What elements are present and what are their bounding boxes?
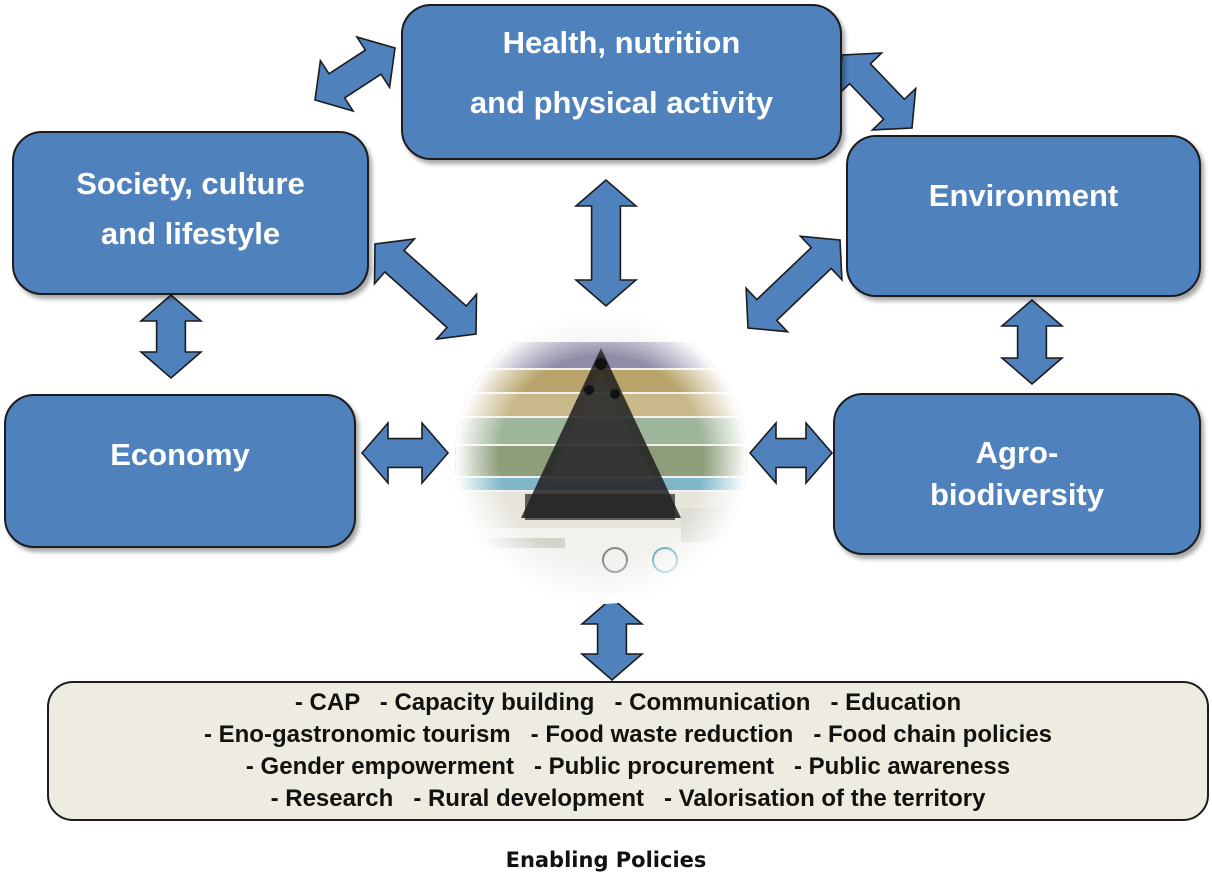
arrow-society-economy — [138, 293, 204, 380]
arrow-agro-center — [748, 420, 834, 486]
node-environment-label: Environment — [928, 178, 1119, 214]
policies-line: - Eno-gastronomic tourism - Food waste r… — [203, 721, 1053, 748]
policies-line: - CAP - Capacity building - Communicatio… — [294, 689, 962, 716]
arrow-health-society — [314, 35, 396, 113]
node-environment: Environment — [846, 135, 1201, 297]
node-health-line1: Health, nutrition — [502, 25, 741, 61]
policies-line: - Gender empowerment - Public procuremen… — [245, 753, 1011, 780]
node-economy: Economy — [4, 394, 356, 548]
arrow-environment-agro — [999, 298, 1065, 386]
policies-line: - Research - Rural development - Valoris… — [270, 785, 986, 812]
policies-box: - CAP - Capacity building - Communicatio… — [47, 681, 1209, 821]
food-pyramid-icon — [455, 312, 747, 604]
node-health-line2: and physical activity — [469, 85, 774, 120]
node-health-nutrition: Health, nutrition and physical activity — [401, 4, 842, 160]
arrow-center-policies — [579, 596, 645, 682]
arrow-society-center — [373, 237, 478, 341]
node-agro-line2: biodiversity — [930, 477, 1104, 512]
node-agro-line1: Agro- — [975, 435, 1059, 471]
arrow-health-environment — [837, 52, 917, 131]
node-economy-label: Economy — [110, 437, 250, 473]
node-agro-biodiversity: Agro- biodiversity — [833, 393, 1201, 555]
arrow-health-center — [573, 178, 639, 308]
node-society-culture: Society, culture and lifestyle — [12, 131, 369, 295]
policies-title: Enabling Policies — [505, 848, 707, 872]
node-society-line1: Society, culture — [76, 166, 305, 202]
arrow-environment-center — [745, 235, 843, 333]
arrow-economy-center — [360, 420, 450, 486]
node-society-line2: and lifestyle — [100, 216, 281, 251]
